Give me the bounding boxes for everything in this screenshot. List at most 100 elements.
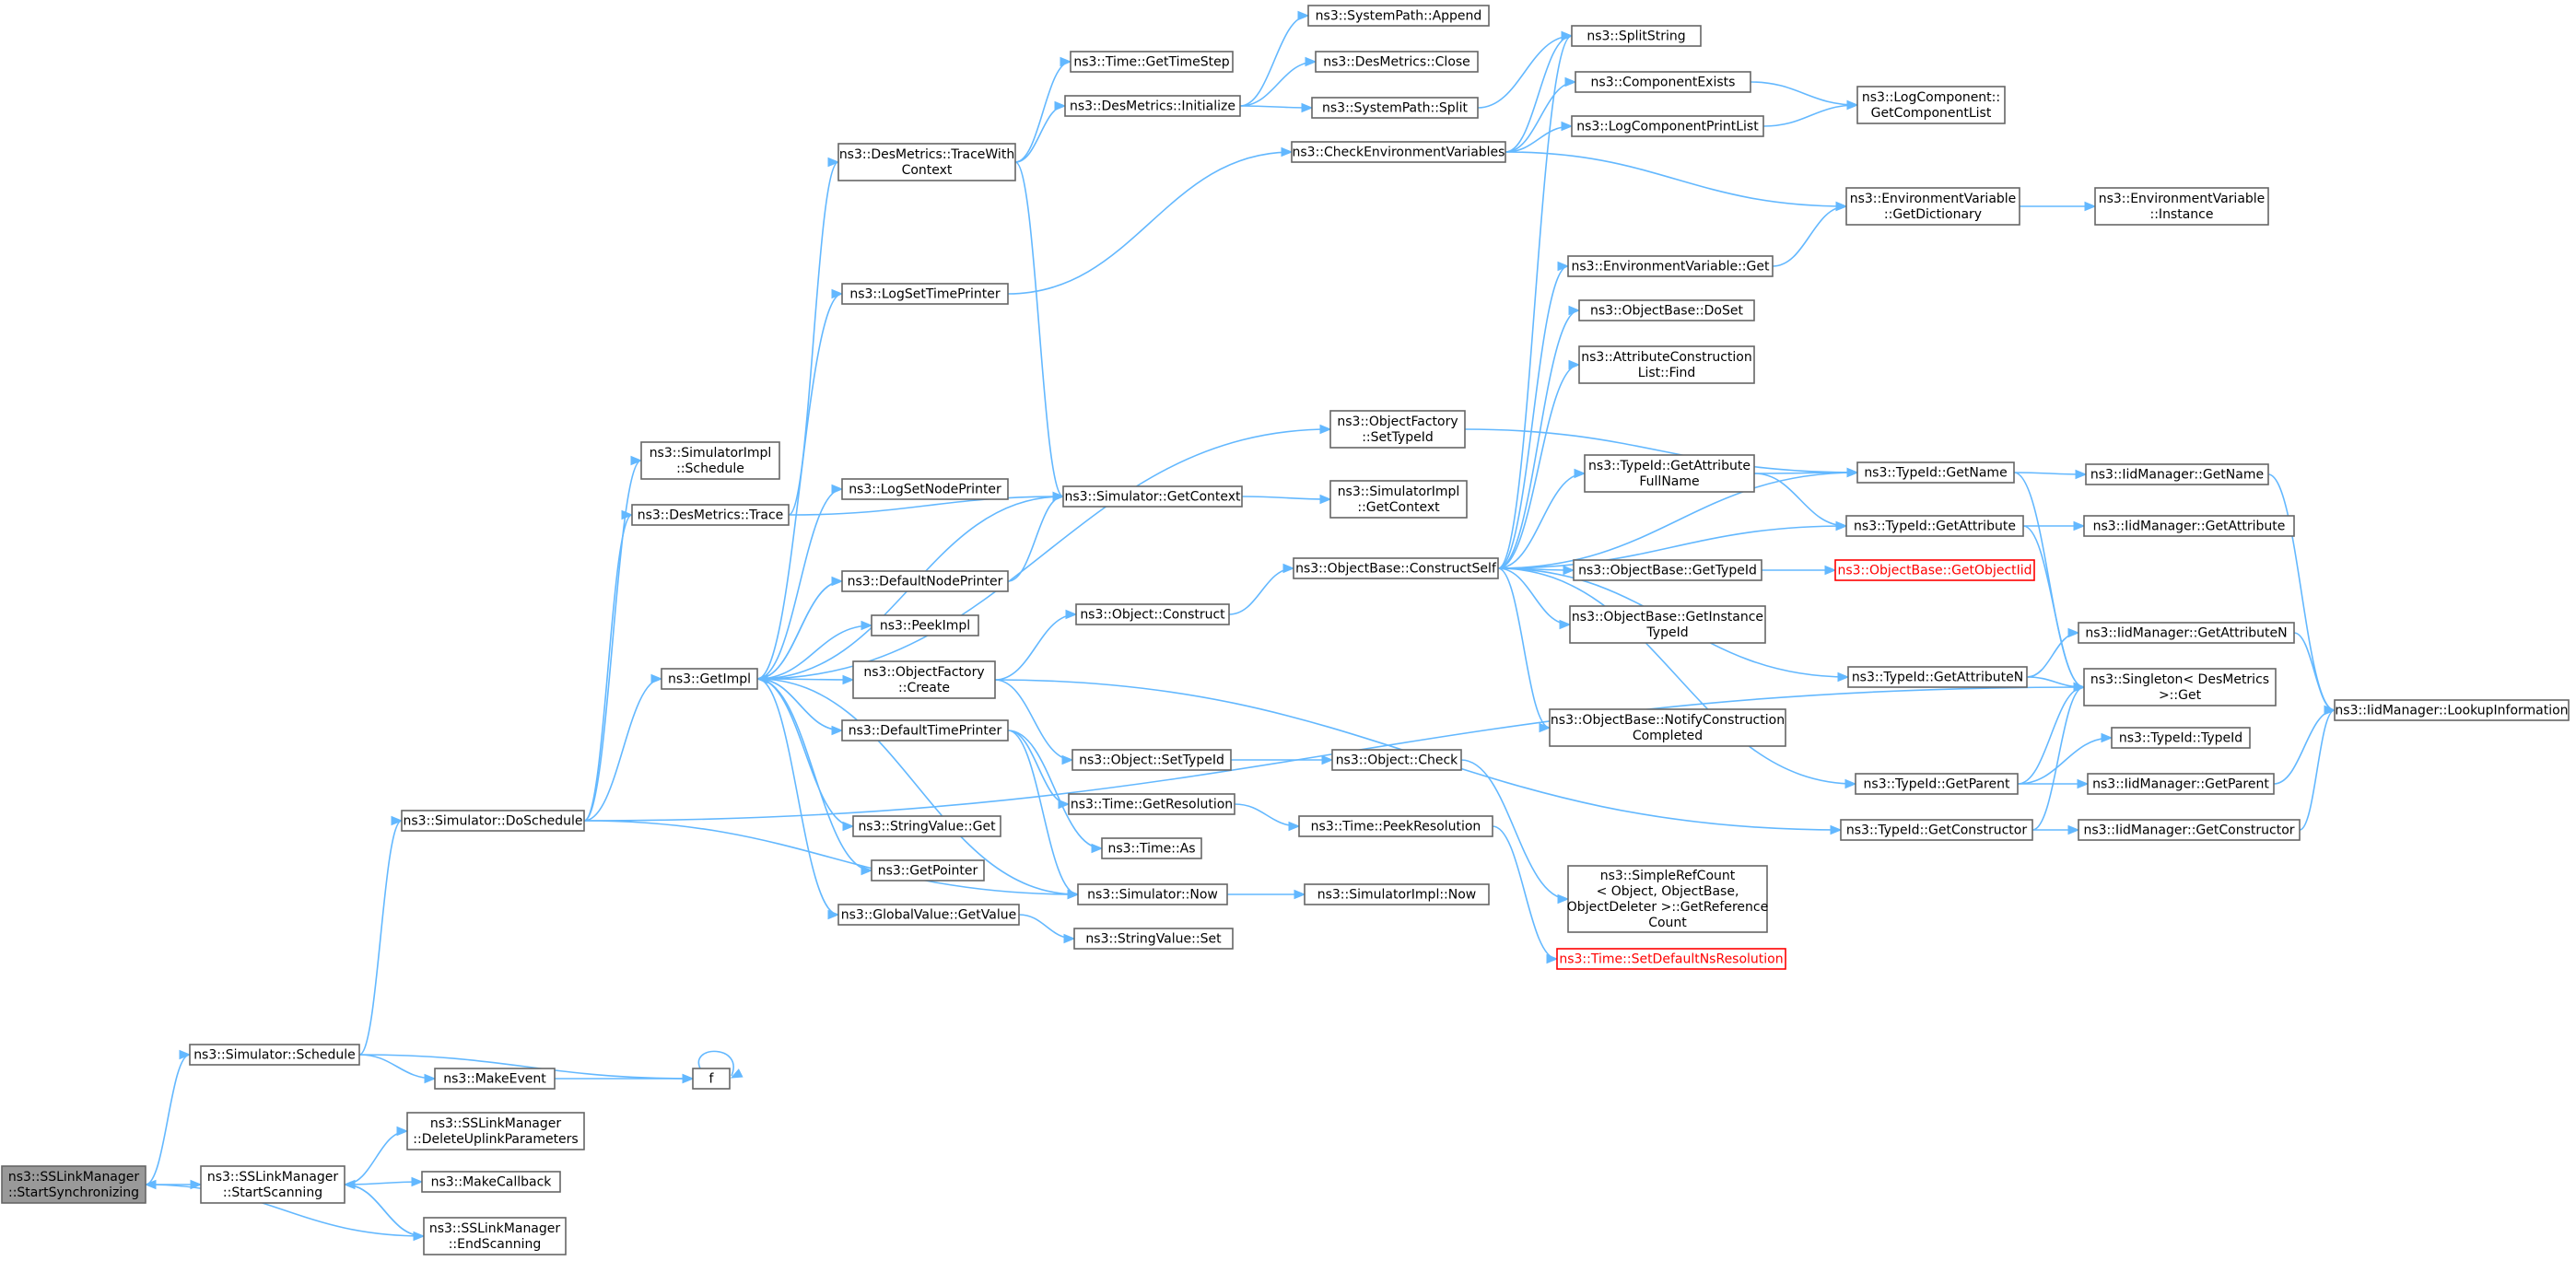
- node-default-time-printer[interactable]: ns3::DefaultTimePrinter: [841, 719, 1009, 741]
- node-des-trace[interactable]: ns3::DesMetrics::Trace: [631, 504, 790, 526]
- node-check-env-vars[interactable]: ns3::CheckEnvironmentVariables: [1291, 141, 1506, 163]
- node-singleton-get[interactable]: ns3::Singleton< DesMetrics>::Get: [2083, 668, 2277, 706]
- node-schedule[interactable]: ns3::Simulator::Schedule: [189, 1044, 360, 1066]
- node-sim-impl-now[interactable]: ns3::SimulatorImpl::Now: [1304, 883, 1490, 905]
- node-box[interactable]: [434, 1068, 556, 1090]
- node-box[interactable]: [1307, 5, 1490, 27]
- node-set-default-ns-res[interactable]: ns3::Time::SetDefaultNsResolution: [1556, 948, 1786, 970]
- node-box[interactable]: [852, 815, 1001, 837]
- node-do-schedule[interactable]: ns3::Simulator::DoSchedule: [401, 810, 585, 832]
- node-box[interactable]: [1855, 773, 2019, 795]
- node-sim-impl-schedule[interactable]: ns3::SimulatorImpl::Schedule: [640, 441, 780, 480]
- node-obj-fact-set-type-id[interactable]: ns3::ObjectFactory::SetTypeId: [1329, 410, 1466, 449]
- node-box[interactable]: [841, 719, 1009, 741]
- node-get-time-step[interactable]: ns3::Time::GetTimeStep: [1070, 51, 1234, 73]
- node-box[interactable]: [1101, 837, 1202, 859]
- node-box[interactable]: [1070, 51, 1234, 73]
- node-box[interactable]: [1556, 948, 1786, 970]
- node-sim-impl-get-context[interactable]: ns3::SimulatorImpl::GetContext: [1329, 480, 1468, 519]
- node-time-peek-res[interactable]: ns3::Time::PeekResolution: [1298, 815, 1493, 837]
- node-tid-get-attribute-n[interactable]: ns3::TypeId::GetAttributeN: [1847, 666, 2028, 688]
- node-tid-get-name[interactable]: ns3::TypeId::GetName: [1856, 461, 2015, 484]
- node-box[interactable]: [189, 1044, 360, 1066]
- node-delete-uplink-parameters[interactable]: ns3::SSLinkManager::DeleteUplinkParamete…: [406, 1112, 585, 1150]
- node-box[interactable]: [692, 1068, 731, 1090]
- node-sys-path-split[interactable]: ns3::SystemPath::Split: [1311, 97, 1479, 119]
- node-box[interactable]: [1571, 115, 1764, 137]
- node-box[interactable]: [640, 441, 780, 480]
- node-make-event[interactable]: ns3::MakeEvent: [434, 1068, 556, 1090]
- node-box[interactable]: [423, 1217, 567, 1255]
- node-tid-get-parent[interactable]: ns3::TypeId::GetParent: [1855, 773, 2019, 795]
- node-box[interactable]: [2334, 699, 2570, 721]
- node-box[interactable]: [1856, 86, 2006, 124]
- node-sim-now[interactable]: ns3::Simulator::Now: [1077, 883, 1228, 905]
- node-box[interactable]: [1315, 51, 1479, 73]
- node-make-callback[interactable]: ns3::MakeCallback: [421, 1171, 561, 1193]
- node-iid-get-attribute[interactable]: ns3::IidManager::GetAttribute: [2083, 515, 2295, 537]
- node-f[interactable]: f: [692, 1068, 731, 1090]
- node-box[interactable]: [421, 1171, 561, 1193]
- node-string-value-set[interactable]: ns3::StringValue::Set: [1073, 928, 1234, 950]
- node-box[interactable]: [2111, 727, 2251, 749]
- node-tid-type-id[interactable]: ns3::TypeId::TypeId: [2111, 727, 2251, 749]
- node-log-comp-get-list[interactable]: ns3::LogComponent::GetComponentList: [1856, 86, 2006, 124]
- node-box[interactable]: [1571, 25, 1702, 47]
- node-start-scanning[interactable]: ns3::SSLinkManager::StartScanning: [200, 1165, 345, 1204]
- node-obj-base-get-object-iid[interactable]: ns3::ObjectBase::GetObjectIid: [1834, 559, 2035, 581]
- node-box[interactable]: [1311, 97, 1479, 119]
- node-tid-get-constructor[interactable]: ns3::TypeId::GetConstructor: [1840, 819, 2033, 841]
- node-iid-get-attribute-n[interactable]: ns3::IidManager::GetAttributeN: [2078, 622, 2295, 644]
- node-global-value-get-value[interactable]: ns3::GlobalValue::GetValue: [837, 904, 1020, 926]
- node-box[interactable]: [1840, 819, 2033, 841]
- node-get-pointer[interactable]: ns3::GetPointer: [871, 859, 985, 882]
- node-notify-constr[interactable]: ns3::ObjectBase::NotifyConstructionCompl…: [1549, 708, 1786, 747]
- node-construct-self[interactable]: ns3::ObjectBase::ConstructSelf: [1293, 557, 1499, 579]
- node-box[interactable]: [406, 1112, 585, 1150]
- node-iid-lookup-info[interactable]: ns3::IidManager::LookupInformation: [2334, 699, 2570, 721]
- node-box[interactable]: [1291, 141, 1506, 163]
- node-env-var-get-dict[interactable]: ns3::EnvironmentVariable::GetDictionary: [1845, 187, 2020, 226]
- node-obj-base-get-type-id[interactable]: ns3::ObjectBase::GetTypeId: [1573, 559, 1762, 581]
- node-env-var-get[interactable]: ns3::EnvironmentVariable::Get: [1567, 255, 1774, 277]
- node-time-get-resolution[interactable]: ns3::Time::GetResolution: [1068, 793, 1235, 815]
- node-log-comp-print-list[interactable]: ns3::LogComponentPrintList: [1571, 115, 1764, 137]
- node-box[interactable]: [1298, 815, 1493, 837]
- node-box[interactable]: [1569, 605, 1766, 644]
- node-box[interactable]: [2085, 463, 2269, 485]
- node-box[interactable]: [871, 614, 979, 636]
- node-obj-base-do-set[interactable]: ns3::ObjectBase::DoSet: [1578, 299, 1755, 321]
- node-box[interactable]: [1575, 71, 1751, 93]
- node-get-impl[interactable]: ns3::GetImpl: [661, 668, 758, 690]
- node-des-initialize[interactable]: ns3::DesMetrics::Initialize: [1064, 95, 1241, 117]
- node-iid-get-name[interactable]: ns3::IidManager::GetName: [2085, 463, 2269, 485]
- node-box[interactable]: [1073, 928, 1234, 950]
- node-box[interactable]: [2087, 773, 2275, 795]
- node-box[interactable]: [1584, 454, 1755, 493]
- node-obj-check[interactable]: ns3::Object::Check: [1331, 749, 1462, 771]
- node-box[interactable]: [1077, 883, 1228, 905]
- node-split-string[interactable]: ns3::SplitString: [1571, 25, 1702, 47]
- node-string-value-get[interactable]: ns3::StringValue::Get: [852, 815, 1001, 837]
- node-box[interactable]: [200, 1165, 345, 1204]
- node-box[interactable]: [1578, 299, 1755, 321]
- node-box[interactable]: [1062, 485, 1243, 508]
- node-obj-set-type-id[interactable]: ns3::Object::SetTypeId: [1071, 749, 1232, 771]
- node-sys-path-append[interactable]: ns3::SystemPath::Append: [1307, 5, 1490, 27]
- node-default-node-printer[interactable]: ns3::DefaultNodePrinter: [841, 570, 1009, 592]
- node-box[interactable]: [661, 668, 758, 690]
- node-log-set-node-printer[interactable]: ns3::LogSetNodePrinter: [841, 478, 1009, 500]
- node-obj-factory-create[interactable]: ns3::ObjectFactory::Create: [852, 660, 996, 699]
- node-box[interactable]: [1847, 666, 2028, 688]
- node-component-exists[interactable]: ns3::ComponentExists: [1575, 71, 1751, 93]
- node-sim-get-context[interactable]: ns3::Simulator::GetContext: [1062, 485, 1243, 508]
- node-iid-get-constructor[interactable]: ns3::IidManager::GetConstructor: [2078, 819, 2301, 841]
- node-box[interactable]: [1068, 793, 1235, 815]
- node-des-close[interactable]: ns3::DesMetrics::Close: [1315, 51, 1479, 73]
- node-log-set-time-printer[interactable]: ns3::LogSetTimePrinter: [841, 283, 1009, 305]
- node-tid-get-attribute[interactable]: ns3::TypeId::GetAttribute: [1845, 515, 2024, 537]
- node-box[interactable]: [841, 283, 1009, 305]
- node-box[interactable]: [2083, 668, 2277, 706]
